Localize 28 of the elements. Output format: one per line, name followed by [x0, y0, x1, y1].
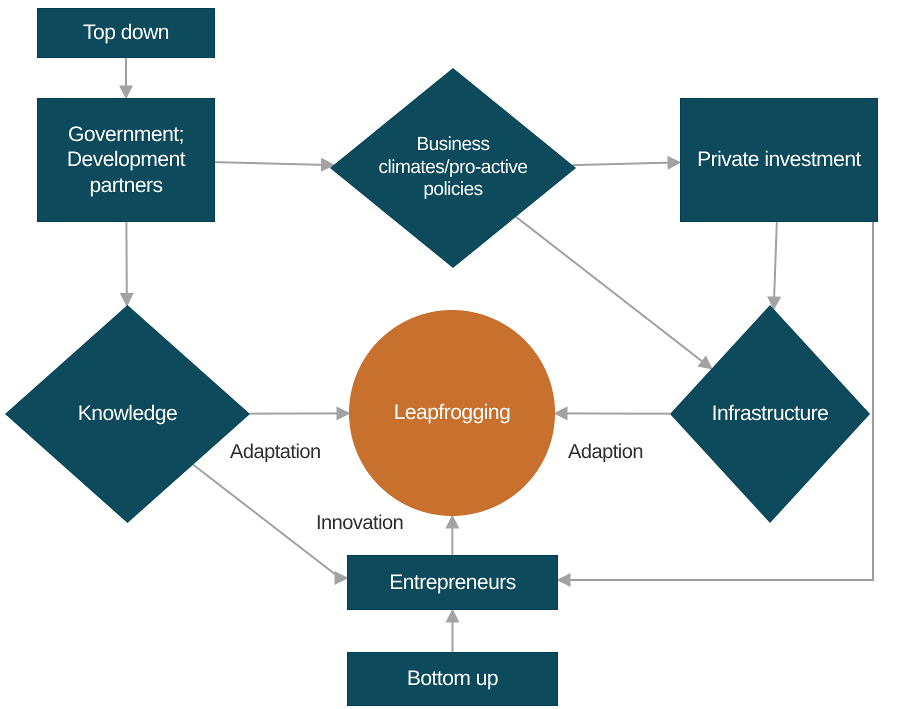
arrow [554, 406, 670, 420]
process-box [347, 555, 558, 610]
process-box [37, 98, 215, 222]
arrow [767, 222, 782, 310]
arrow [120, 222, 134, 307]
arrow [515, 216, 713, 370]
process-box [680, 98, 878, 222]
node-label: Leapfrogging [392, 400, 512, 426]
arrow [445, 514, 460, 555]
node-label: Entrepreneurs [388, 570, 517, 596]
node-label: Infrastructure [710, 401, 830, 427]
arrow [446, 608, 460, 652]
arrow [572, 156, 682, 170]
edge-label: Adaptation [228, 441, 323, 464]
arrow [214, 158, 335, 172]
node-label: Top down [82, 20, 170, 46]
node-label: Government; Development partners [66, 122, 186, 198]
arrow [192, 464, 348, 585]
node-label: Knowledge [76, 401, 178, 427]
process-box [347, 652, 558, 706]
node-label: Private investment [696, 147, 862, 173]
node-label: Bottom up [406, 666, 500, 692]
edge-label: Adaption [566, 441, 645, 464]
process-box [37, 8, 215, 58]
arrow [119, 58, 133, 100]
arrow [250, 406, 350, 420]
arrow [556, 222, 874, 587]
node-label: Business climates/pro-active policies [378, 134, 528, 202]
